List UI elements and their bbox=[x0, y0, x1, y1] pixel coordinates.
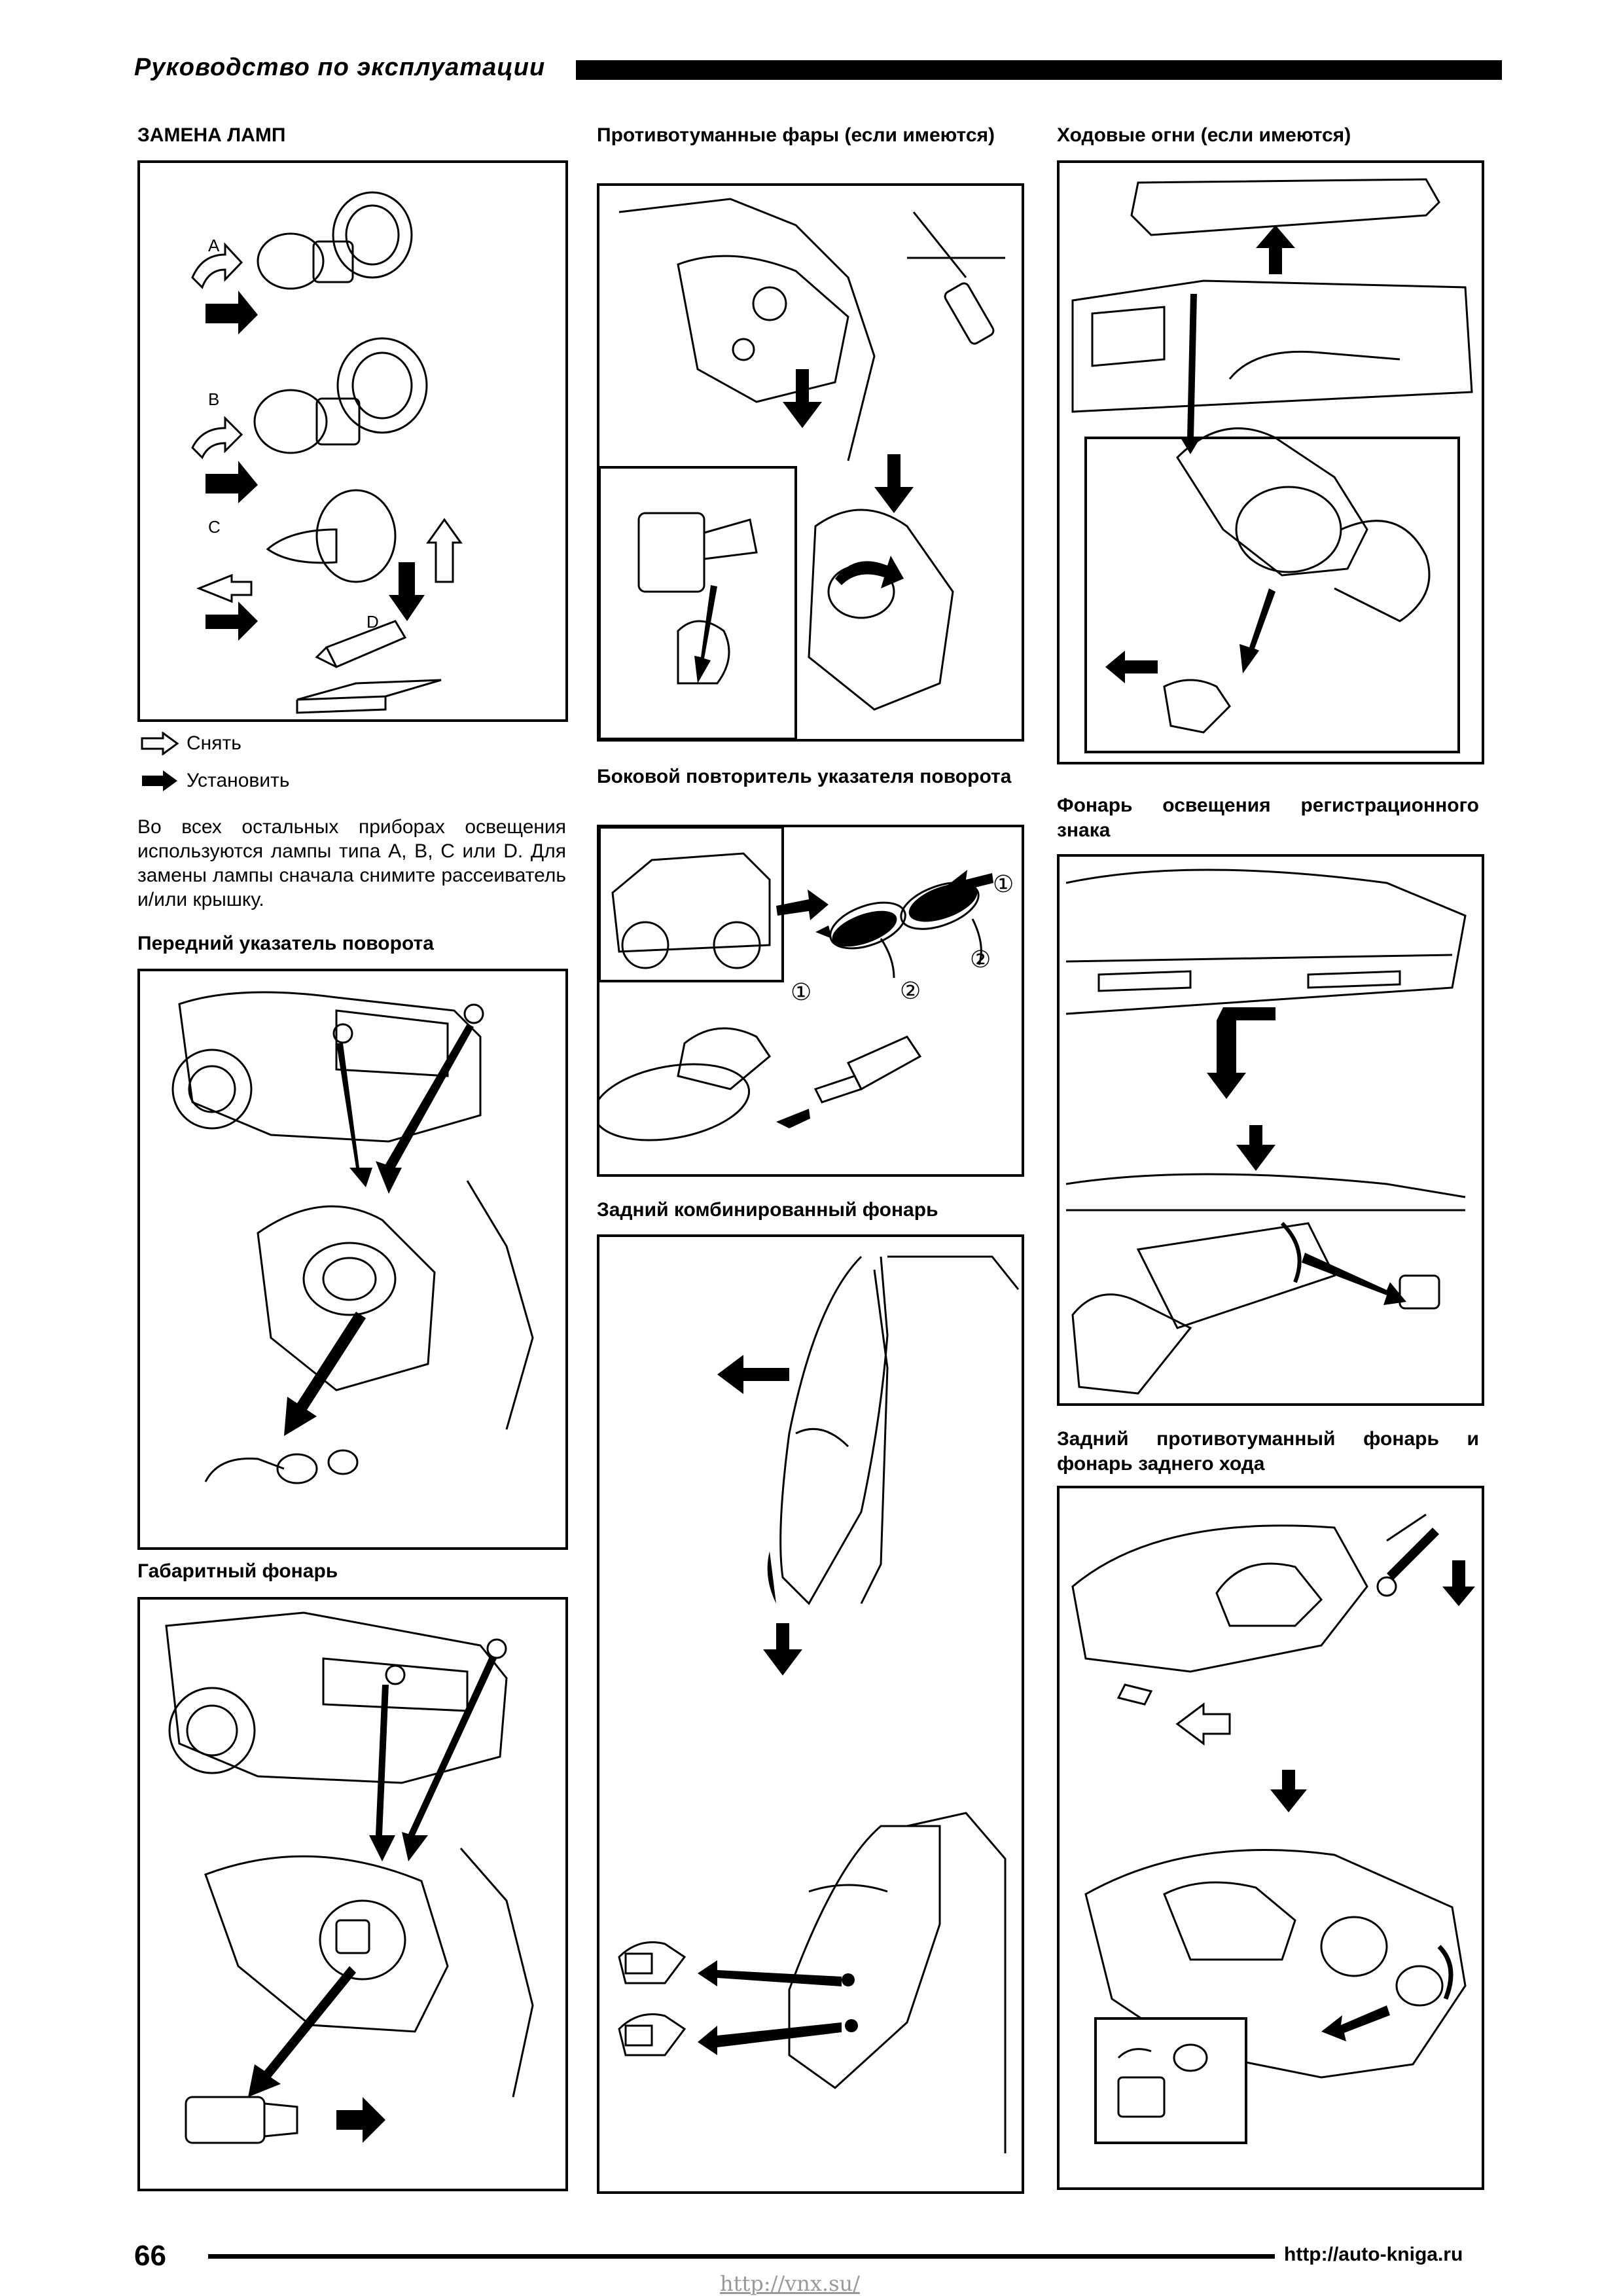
side-step-1a: ① bbox=[791, 978, 812, 1005]
front-turn-title: Передний указатель поворота bbox=[137, 933, 434, 954]
legend-install: Установить bbox=[141, 769, 289, 793]
header-rule bbox=[576, 60, 1502, 80]
side-repeater-title: Боковой повторитель указателя поворота bbox=[597, 766, 1012, 787]
lamp-types-figure bbox=[137, 160, 568, 722]
front-turn-illustration bbox=[140, 971, 565, 1547]
rear-fog-illustration bbox=[1060, 1488, 1475, 2187]
install-arrow-icon bbox=[142, 770, 177, 791]
parking-figure bbox=[137, 1597, 568, 2191]
rear-combo-title: Задний комбинированный фонарь bbox=[597, 1199, 938, 1221]
fog-light-illustration bbox=[599, 186, 1022, 739]
drl-figure bbox=[1057, 160, 1484, 764]
front-turn-figure bbox=[137, 969, 568, 1550]
lamps-section-title: ЗАМЕНА ЛАМП bbox=[137, 124, 286, 146]
rear-fog-title: Задний противотуманный фонарь и фонарь з… bbox=[1057, 1428, 1479, 1475]
lamp-label-d: D bbox=[366, 612, 379, 632]
fog-figure bbox=[597, 183, 1024, 742]
parking-title: Габаритный фонарь bbox=[137, 1560, 338, 1582]
lamp-label-a: A bbox=[208, 236, 220, 255]
plate-title: Фонарь освещения регистрационного знака bbox=[1057, 795, 1479, 841]
parking-light-illustration bbox=[140, 1600, 565, 2189]
legend-remove: Снять bbox=[141, 732, 241, 755]
fog-title: Противотуманные фары (если имеются) bbox=[597, 124, 995, 146]
page-header-title: Руководство по эксплуатации bbox=[134, 54, 546, 81]
plate-figure bbox=[1057, 854, 1484, 1406]
side-step-2a: ② bbox=[900, 977, 921, 1004]
legend-install-label: Установить bbox=[187, 770, 290, 791]
lamp-types-paragraph: Во всех остальных приборах освещения исп… bbox=[137, 816, 566, 910]
side-step-1b: ① bbox=[993, 870, 1014, 897]
legend-remove-label: Снять bbox=[187, 732, 241, 754]
drl-title: Ходовые огни (если имеются) bbox=[1057, 124, 1351, 146]
page-number: 66 bbox=[134, 2240, 166, 2272]
side-step-2b: ② bbox=[970, 946, 991, 973]
rear-combo-illustration bbox=[599, 1237, 1022, 2191]
rear-combo-figure bbox=[597, 1234, 1024, 2194]
lamp-label-c: C bbox=[208, 517, 221, 537]
footer-url-link[interactable]: http://auto-kniga.ru bbox=[1284, 2244, 1463, 2265]
license-plate-light-illustration bbox=[1060, 857, 1482, 1403]
footer-rule bbox=[208, 2254, 1275, 2259]
drl-illustration bbox=[1060, 163, 1482, 762]
lamp-label-b: B bbox=[208, 389, 220, 409]
side-repeater-illustration bbox=[599, 827, 993, 1174]
side-repeater-figure bbox=[597, 825, 1024, 1177]
watermark-link[interactable]: http://vnx.su/ bbox=[720, 2271, 860, 2296]
remove-arrow-icon bbox=[141, 732, 179, 755]
rear-fog-figure bbox=[1057, 1486, 1484, 2190]
lamp-types-illustration bbox=[140, 163, 565, 719]
